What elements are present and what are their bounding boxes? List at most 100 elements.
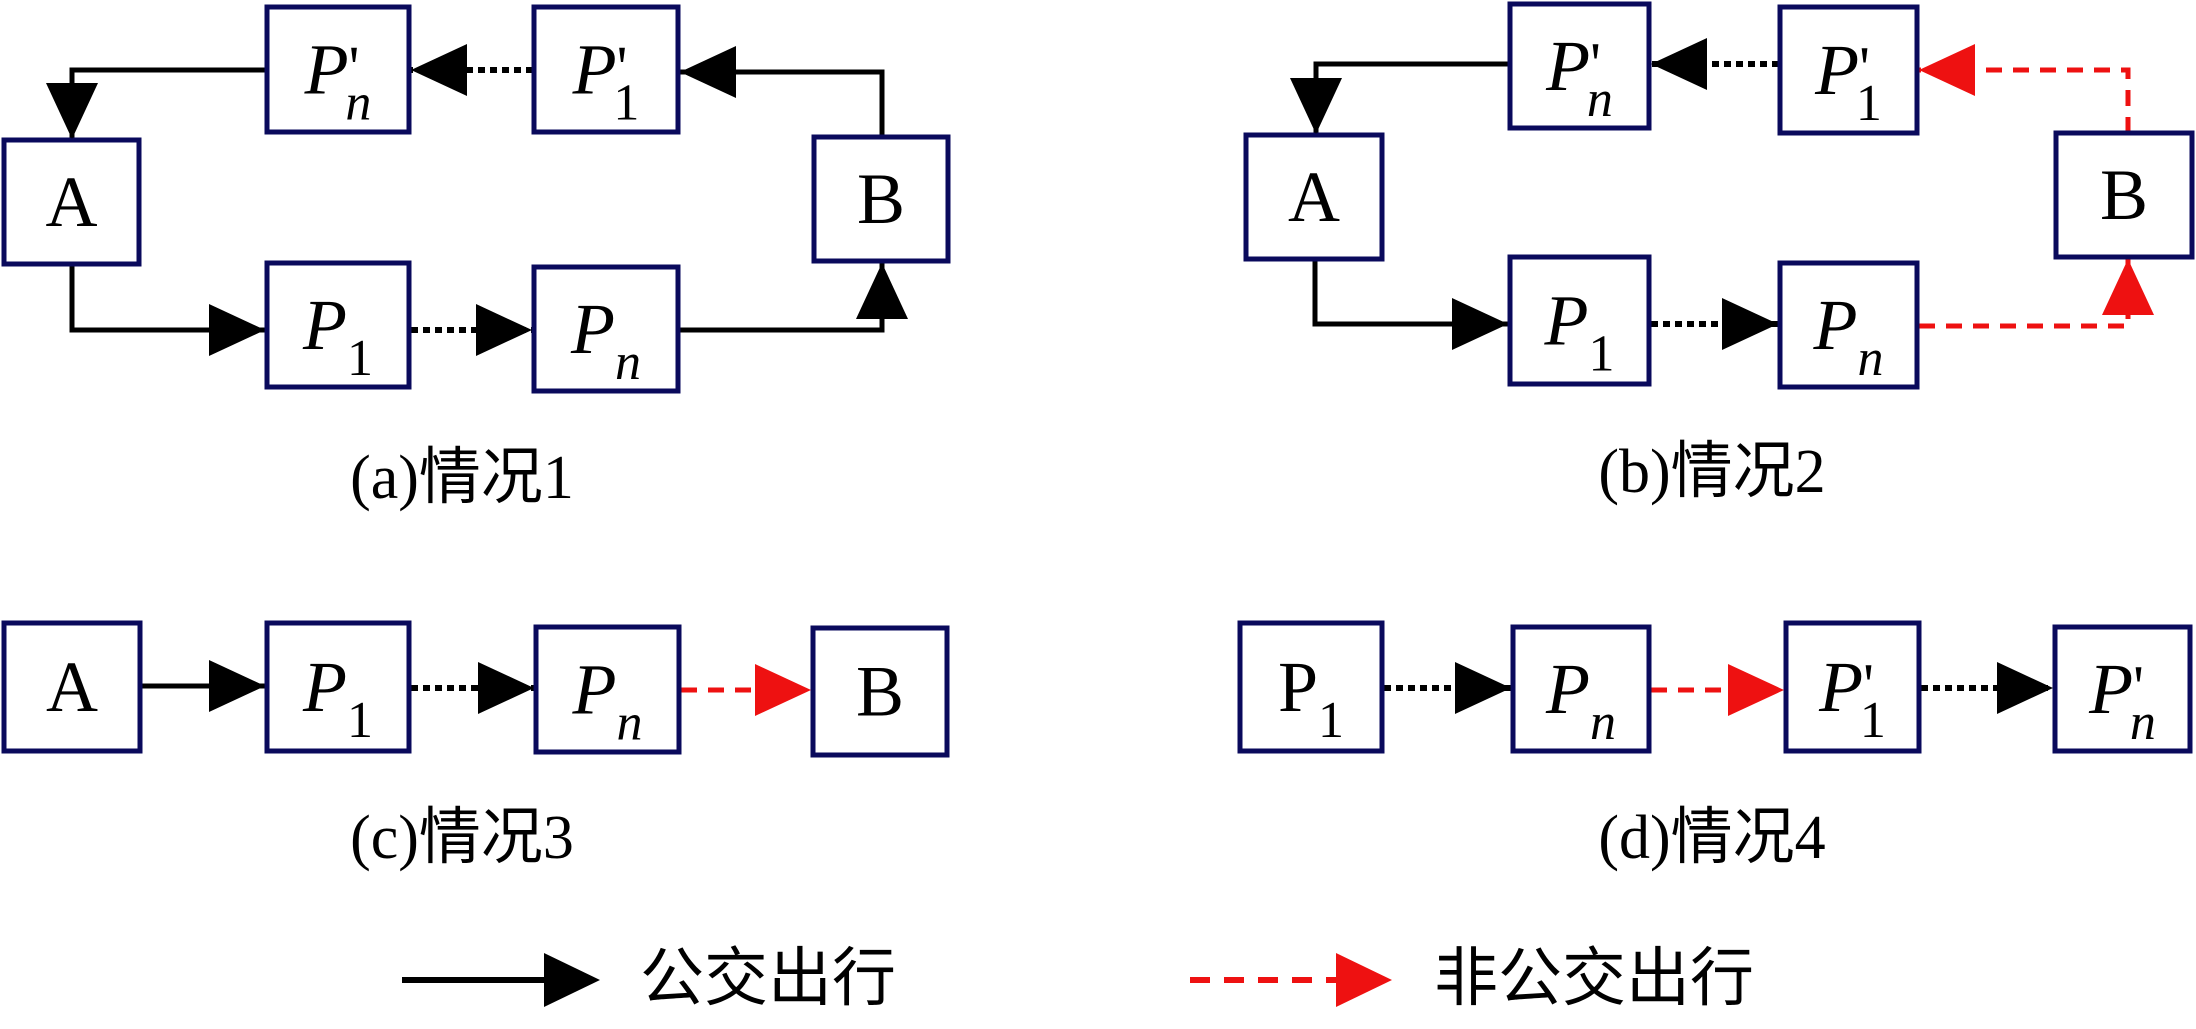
- connector-line: [680, 263, 885, 333]
- edge-B-to-P1_prime: [1919, 67, 2131, 133]
- legend-item-public: 公交出行: [402, 943, 896, 1014]
- node-Pn_prime: P'n: [264, 4, 412, 135]
- arrow-head-icon: [1290, 78, 1342, 134]
- connector-line: [1919, 259, 2131, 329]
- node-box: [811, 134, 951, 264]
- node-label: B: [2100, 155, 2148, 235]
- edge-A-to-P1: [1312, 259, 1508, 327]
- connector-line: [69, 67, 267, 139]
- node-B: B: [811, 134, 951, 264]
- node-label: A: [46, 162, 98, 242]
- node-box: [810, 625, 950, 758]
- node-label: P1: [302, 647, 373, 749]
- arrow-head-icon: [476, 304, 532, 356]
- node-label: P'1: [1814, 30, 1882, 132]
- connector-line: [1313, 61, 1510, 134]
- node-box: [531, 4, 681, 135]
- panel-b: A P'n P'1B P1 Pn (b)情况2: [1243, 1, 2195, 506]
- node-Pn: Pn: [1777, 260, 1920, 390]
- arrow-head-icon: [1919, 44, 1975, 96]
- edge-A-to-P1: [69, 264, 265, 333]
- edge-Pn_prime-to-A: [1313, 61, 1510, 134]
- arrow-head-icon: [478, 662, 534, 714]
- arrow-head-icon: [856, 263, 908, 319]
- arrow-head-icon: [2102, 259, 2154, 315]
- node-box: [1237, 620, 1385, 754]
- arrow-head-icon: [1651, 38, 1707, 90]
- node-box: [1243, 132, 1385, 262]
- panel-d: P1 Pn P'1 P'n (d)情况4: [1237, 620, 2193, 872]
- node-box: [264, 260, 412, 390]
- edge-Pn-to-B: [680, 263, 885, 333]
- node-A: A: [1, 137, 142, 267]
- node-B: B: [810, 625, 950, 758]
- node-label: B: [856, 652, 904, 732]
- legend-arrow-icon: [1336, 953, 1392, 1007]
- arrow-head-icon: [411, 44, 467, 96]
- node-label: B: [857, 159, 905, 239]
- node-P1_prime: P'1: [1783, 620, 1922, 754]
- node-Pn: Pn: [531, 264, 681, 394]
- edge-Pn_prime-to-A: [69, 67, 267, 139]
- node-box: [1, 620, 143, 754]
- node-label: Pn: [570, 289, 641, 391]
- node-Pn_prime: P'n: [2052, 624, 2193, 754]
- node-box: [1, 137, 142, 267]
- node-P1: P1: [264, 620, 412, 754]
- panel-caption: (a)情况1: [350, 444, 574, 512]
- connector-line: [69, 264, 265, 333]
- node-label: Pn: [1545, 649, 1616, 751]
- node-label: P1: [1544, 281, 1615, 383]
- arrow-head-icon: [755, 664, 811, 716]
- node-label: P1: [1278, 647, 1344, 749]
- arrow-head-icon: [46, 83, 98, 139]
- node-label: A: [1288, 157, 1340, 237]
- arrow-head-icon: [1722, 298, 1778, 350]
- node-label: P'n: [2088, 649, 2156, 751]
- node-P1_prime: P'1: [1777, 4, 1920, 136]
- edge-Pn-to-B: [1919, 259, 2131, 329]
- arrow-head-icon: [1997, 662, 2053, 714]
- node-P1: P1: [1507, 254, 1652, 387]
- node-Pn_prime: P'n: [1507, 1, 1652, 131]
- arrow-head-icon: [209, 660, 265, 712]
- node-box: [2053, 130, 2195, 260]
- legend-label: 公交出行: [640, 943, 896, 1014]
- arrow-head-icon: [680, 46, 736, 98]
- node-label: P'n: [1545, 26, 1613, 128]
- arrow-head-icon: [1452, 298, 1508, 350]
- arrow-head-icon: [209, 304, 265, 356]
- node-P1_prime: P'1: [531, 4, 681, 135]
- node-label: Pn: [572, 650, 643, 752]
- node-box: [1777, 4, 1920, 136]
- node-Pn: Pn: [1510, 624, 1652, 754]
- node-A: A: [1, 620, 143, 754]
- panel-caption: (b)情况2: [1598, 438, 1825, 506]
- node-label: A: [46, 647, 98, 727]
- connector-line: [680, 69, 885, 137]
- panel-caption: (d)情况4: [1598, 804, 1825, 872]
- node-label: P'n: [304, 30, 372, 132]
- connector-line: [1312, 259, 1508, 327]
- panel-c: A P1 Pn B (c)情况3: [1, 620, 950, 872]
- edge-B-to-P1_prime: [680, 69, 885, 137]
- node-box: [264, 620, 412, 754]
- node-Pn: Pn: [533, 624, 682, 755]
- node-B: B: [2053, 130, 2195, 260]
- node-label: Pn: [1813, 285, 1884, 387]
- node-box: [1783, 620, 1922, 754]
- node-box: [1507, 254, 1652, 387]
- node-box: [2052, 624, 2193, 754]
- panel-caption: (c)情况3: [350, 804, 574, 872]
- node-box: [1507, 1, 1652, 131]
- arrow-head-icon: [1728, 664, 1784, 716]
- node-P1: P1: [1237, 620, 1385, 754]
- legend-item-non_public: 非公交出行: [1190, 943, 1754, 1014]
- node-A: A: [1243, 132, 1385, 262]
- node-P1: P1: [264, 260, 412, 390]
- node-label: P'1: [1818, 647, 1886, 749]
- legend-label: 非公交出行: [1434, 943, 1754, 1014]
- node-box: [264, 4, 412, 135]
- arrow-head-icon: [1455, 662, 1511, 714]
